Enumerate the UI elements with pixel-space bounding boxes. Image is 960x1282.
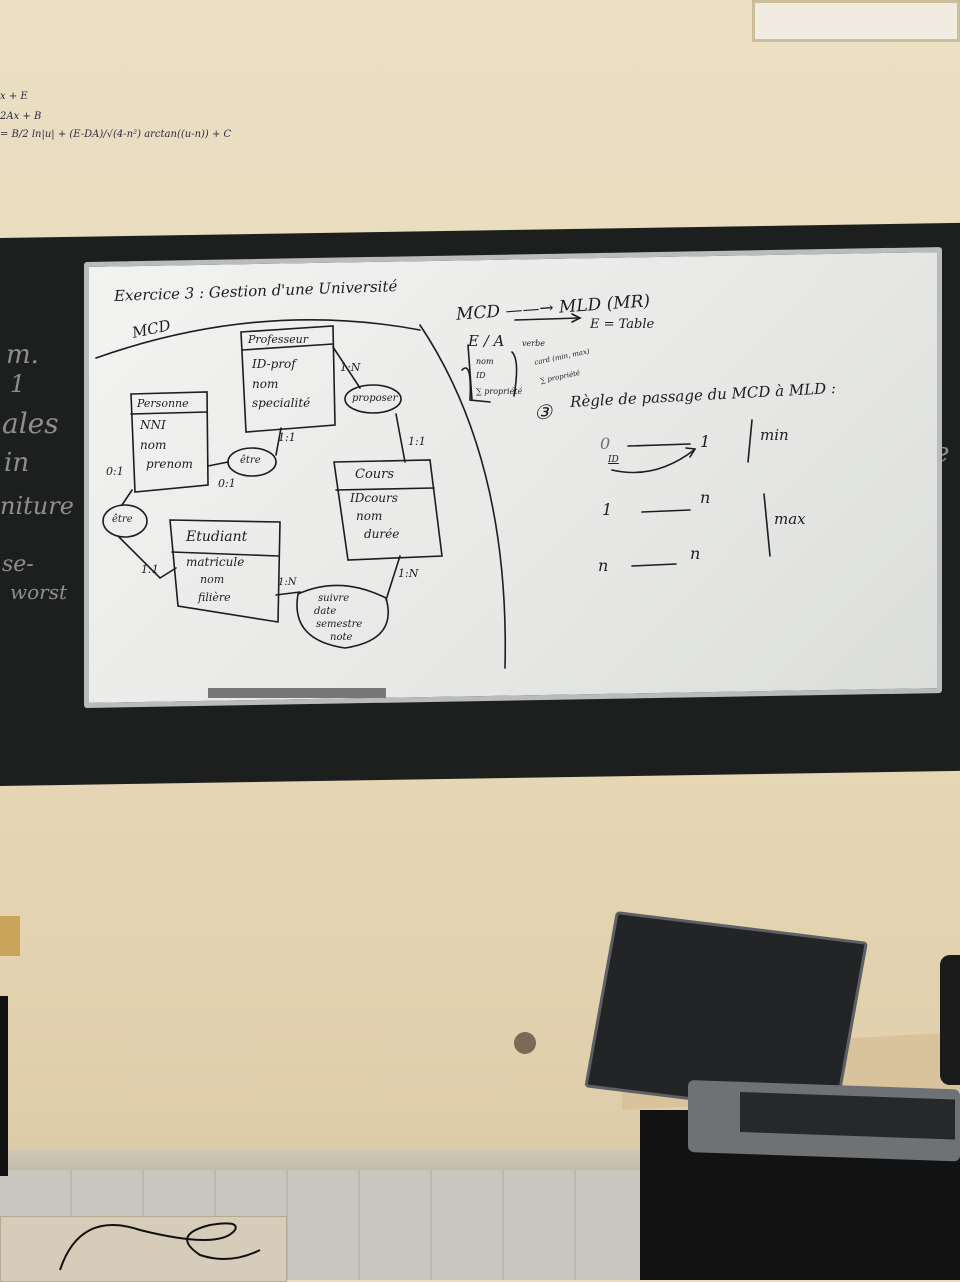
- entity-association-label: E / A: [468, 332, 505, 350]
- association-proposer: proposer: [352, 393, 398, 404]
- entity-professeur-field: ID-prof: [252, 357, 296, 371]
- entity-personne-field: nom: [140, 438, 167, 452]
- chalk-text-1: m.: [6, 340, 39, 370]
- chalk-text-5: niture: [0, 492, 74, 520]
- entity-etudiant-field: filière: [198, 591, 231, 604]
- floor-mat: [0, 1216, 287, 1282]
- association-etre-etudiant: être: [112, 514, 133, 525]
- wall-formula-line-3: = B/2 ln|u| + (E-DA)/√(4-n²) arctan((u-n…: [0, 129, 232, 140]
- id-note: ID: [608, 455, 619, 465]
- min-label: min: [760, 426, 789, 444]
- cardinality: 1:N: [340, 361, 361, 374]
- entity-professeur-name: Professeur: [248, 333, 309, 346]
- left-monitor-edge: [0, 996, 8, 1176]
- max-label: max: [774, 510, 806, 528]
- entity-professeur-field: specialité: [252, 396, 311, 410]
- association-note: verbe: [522, 339, 545, 348]
- entity-personne-name: Personne: [137, 397, 189, 410]
- rule-row-left: n: [598, 556, 609, 575]
- wall-hole: [514, 1032, 536, 1054]
- wall-formula-line-1: x + E: [0, 91, 28, 102]
- chalk-text-4: in: [4, 448, 30, 478]
- entity-list-item: nom: [476, 357, 494, 366]
- entity-etudiant-field: nom: [200, 573, 225, 586]
- rule-row-right: n: [690, 544, 701, 563]
- association-suivre-attr: note: [330, 632, 353, 643]
- entity-list-item: ID: [476, 371, 486, 380]
- association-suivre-attr: date: [314, 606, 337, 617]
- cardinality: 1:1: [278, 431, 296, 444]
- entity-etudiant-name: Etudiant: [186, 529, 248, 545]
- marker-tray: [208, 688, 386, 698]
- cardinality: 1:N: [398, 567, 419, 580]
- cardinality: 0:1: [218, 477, 236, 490]
- rule-row-left: 0: [600, 434, 611, 453]
- cardinality: 1:1: [141, 563, 159, 576]
- entity-personne-field: prenom: [146, 457, 193, 471]
- chalk-text-7: worst: [10, 580, 68, 604]
- association-suivre: suivre: [318, 593, 350, 604]
- rule-number: ③: [534, 400, 552, 424]
- association-suivre-attr: semestre: [316, 619, 363, 630]
- laptop-keyboard[interactable]: [740, 1092, 955, 1140]
- chalk-text-2: 1: [10, 370, 26, 398]
- chalk-text-6: se-: [2, 552, 34, 577]
- cardinality: 1:1: [408, 435, 426, 448]
- table-equation: E = Table: [590, 317, 655, 332]
- entity-personne-field: NNI: [140, 418, 166, 432]
- left-desk-edge: [0, 916, 20, 956]
- association-etre-professeur: être: [240, 455, 261, 466]
- entity-cours-field: nom: [356, 509, 383, 523]
- rule-row-right: 1: [700, 432, 711, 451]
- entity-cours-field: durée: [364, 527, 400, 541]
- entity-cours-field: IDcours: [350, 491, 398, 505]
- person-partial: [940, 955, 960, 1085]
- cardinality: 1:N: [278, 577, 297, 588]
- chalk-text-3: ales: [2, 407, 59, 440]
- wall-frame: [752, 0, 960, 42]
- rule-row-left: 1: [602, 500, 613, 519]
- rule-row-right: n: [700, 488, 711, 507]
- entity-cours-name: Cours: [355, 467, 395, 482]
- cardinality: 0:1: [106, 465, 124, 478]
- entity-professeur-field: nom: [252, 377, 279, 391]
- entity-etudiant-field: matricule: [186, 555, 245, 569]
- wall-formula-line-2: 2Ax + B: [0, 111, 42, 122]
- entity-list-item: ∑ propriété: [476, 387, 523, 396]
- cable-icon: [59, 1222, 261, 1271]
